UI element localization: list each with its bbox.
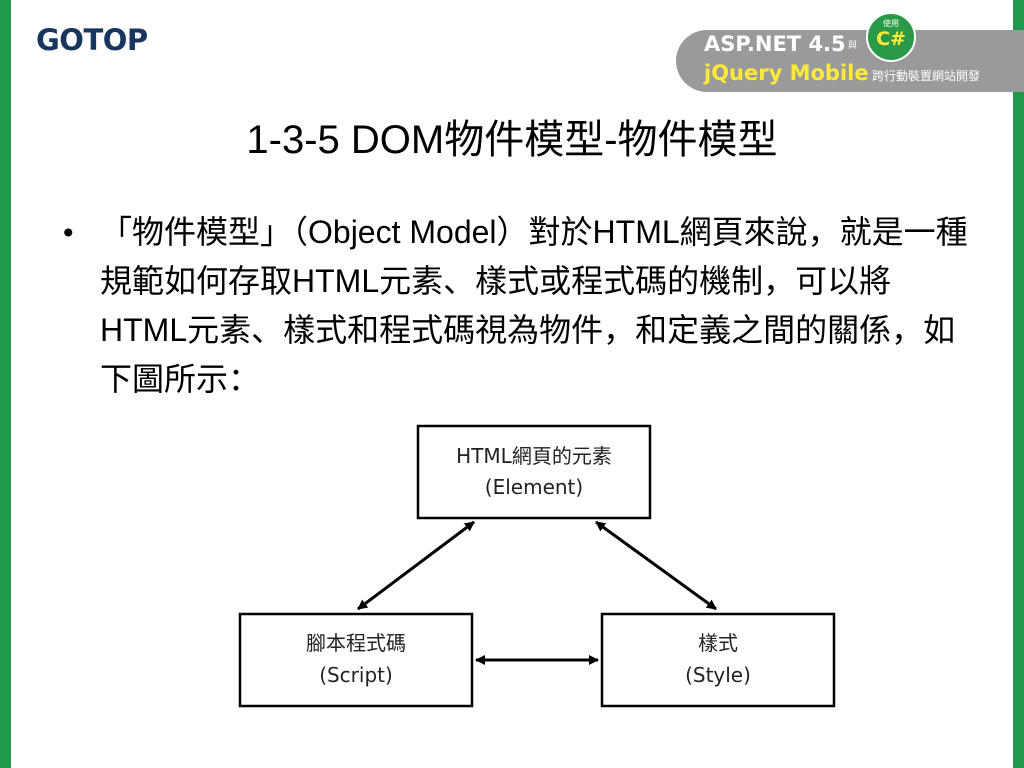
banner-pill <box>676 30 1024 92</box>
element-node-subtitle: (Element) <box>485 475 583 499</box>
script-node-subtitle: (Script) <box>319 663 393 687</box>
book-banner: ASP.NET 4.5 與 jQuery Mobile 使用 C# 跨行動裝置網… <box>676 12 1024 96</box>
csharp-badge: 使用 C# <box>866 12 916 62</box>
right-accent-bar <box>1013 0 1024 768</box>
banner-line-jquery: jQuery Mobile <box>704 61 869 85</box>
arrow-element-style <box>595 520 717 611</box>
element-node-title: HTML網頁的元素 <box>456 444 612 468</box>
gotop-logo: GOTOP <box>36 23 148 57</box>
badge-use-label: 使用 <box>883 19 899 28</box>
style-node <box>600 612 836 708</box>
style-node-subtitle: (Style) <box>685 663 751 687</box>
left-accent-bar <box>0 0 11 768</box>
badge-csharp-label: C# <box>876 28 906 50</box>
script-node <box>238 612 474 708</box>
banner-subtitle: 跨行動裝置網站開發 <box>872 69 981 83</box>
slide-title: 1-3-5 DOM物件模型-物件模型 <box>246 118 778 162</box>
arrow-element-script <box>357 520 475 611</box>
style-node-title: 樣式 <box>698 631 738 655</box>
bullet-dot: • <box>60 217 77 250</box>
bullet-text: 「物件模型」（Object Model）對於HTML網頁來說，就是一種規範如何存… <box>100 214 968 397</box>
script-node-title: 腳本程式碼 <box>306 631 406 655</box>
banner-and: 與 <box>848 41 858 51</box>
element-node <box>416 424 652 520</box>
banner-line-aspnet: ASP.NET 4.5 <box>704 32 846 56</box>
